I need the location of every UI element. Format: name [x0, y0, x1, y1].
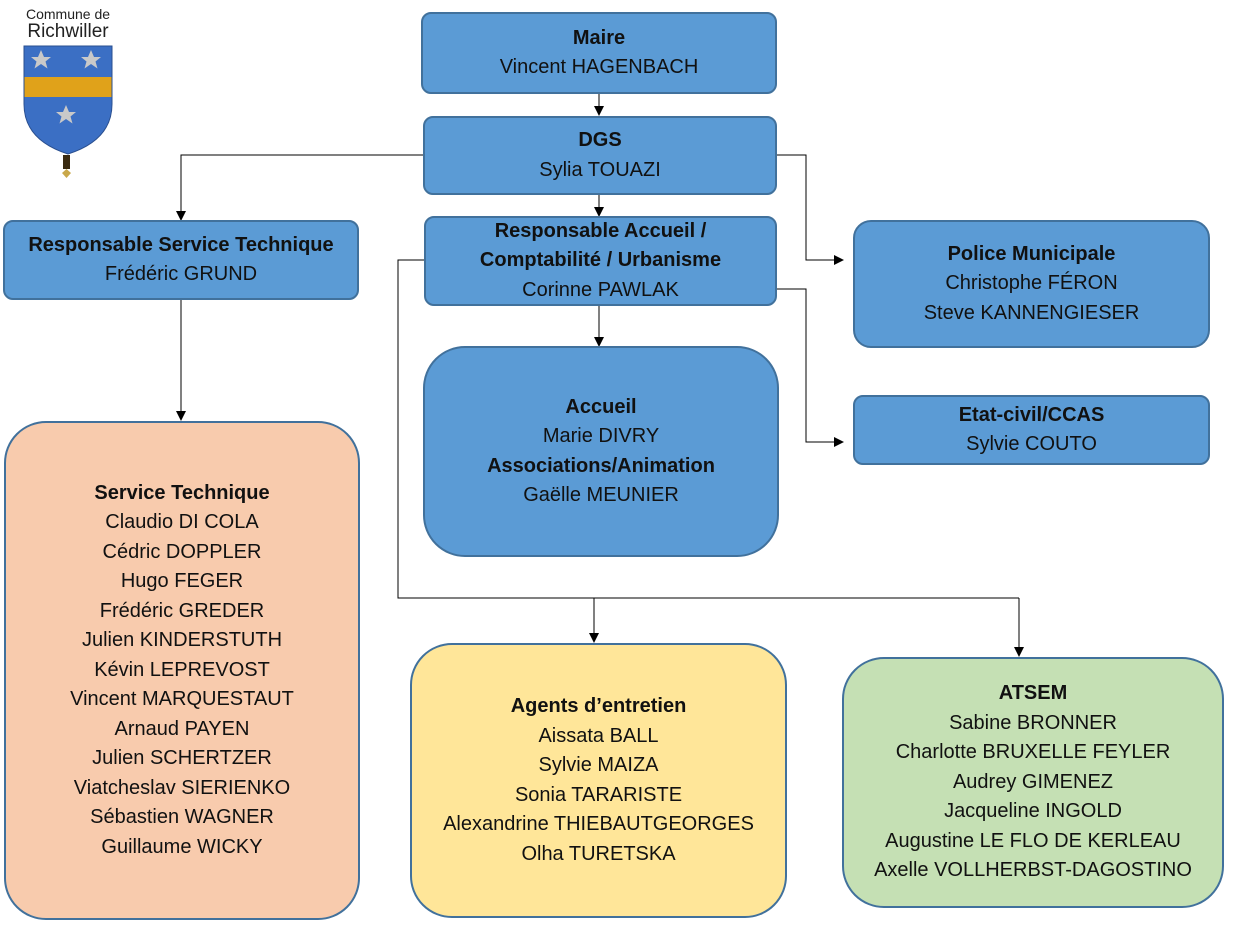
node-name: Kévin LEPREVOST — [94, 658, 270, 681]
node-name: Sylvie COUTO — [966, 433, 1097, 455]
node-name: Augustine LE FLO DE KERLEAU — [885, 829, 1181, 852]
node-agents-entretien: Agents d’entretien Aissata BALL Sylvie M… — [410, 643, 787, 918]
node-name: Frédéric GRUND — [104, 263, 258, 285]
node-name: Olha TURETSKA — [521, 842, 676, 865]
logo-line-2: Richwiller — [27, 21, 109, 42]
node-name: Sabine BRONNER — [949, 711, 1117, 734]
connector-resp-accueil-branch — [397, 259, 1019, 599]
node-name: Vincent HAGENBACH — [499, 56, 699, 78]
logo-text: Commune de Richwiller — [18, 6, 118, 42]
node-name: Sébastien WAGNER — [90, 806, 274, 829]
node-name: Cédric DOPPLER — [102, 540, 262, 563]
node-title-line: Responsable Accueil / — [494, 219, 707, 242]
node-name: Arnaud PAYEN — [114, 717, 250, 740]
node-name: Viatcheslav SIERIENKO — [73, 776, 291, 799]
node-title: Police Municipale — [947, 242, 1116, 265]
node-title: ATSEM — [998, 682, 1068, 705]
node-name: Julien SCHERTZER — [92, 747, 272, 770]
node-name: Aissata BALL — [538, 724, 659, 747]
node-name: Sylia TOUAZI — [539, 158, 661, 181]
node-name: Christophe FÉRON — [945, 272, 1118, 295]
node-name: Alexandrine THIEBAUTGEORGES — [443, 813, 754, 835]
node-name: Sylvie MAIZA — [538, 754, 659, 776]
node-name: Frédéric GREDER — [99, 599, 265, 622]
node-name: Claudio DI COLA — [105, 511, 259, 534]
node-title: Associations/Animation — [487, 454, 715, 477]
node-name: Sonia TARARISTE — [514, 783, 683, 806]
node-title: Etat-civil/CCAS — [958, 403, 1105, 426]
node-name: Jacqueline INGOLD — [944, 800, 1122, 823]
node-title: Responsable Service Technique — [28, 233, 334, 256]
node-accueil: Accueil Marie DIVRY Associations/Animati… — [423, 346, 779, 557]
node-title: Service Technique — [94, 481, 270, 504]
connector-dgs-resp-tech — [176, 154, 423, 221]
node-name: Marie DIVRY — [542, 425, 660, 447]
node-name: Audrey GIMENEZ — [952, 770, 1114, 793]
connector-resp-accueil-etat-civil — [776, 288, 844, 447]
node-name: Hugo FEGER — [120, 570, 244, 593]
node-title: DGS — [578, 129, 622, 151]
node-etat-civil-ccas: Etat-civil/CCAS Sylvie COUTO — [853, 395, 1210, 465]
node-name: Guillaume WICKY — [101, 835, 263, 858]
node-name: Steve KANNENGIESER — [923, 301, 1140, 324]
node-maire: Maire Vincent HAGENBACH — [421, 12, 777, 94]
node-name: Gaëlle MEUNIER — [523, 484, 679, 506]
node-title: Agents d’entretien — [510, 695, 687, 717]
connector-dgs-police — [776, 154, 844, 265]
node-name: Charlotte BRUXELLE FEYLER — [895, 741, 1171, 764]
logo-line-1: Commune de — [25, 6, 111, 22]
node-name: Vincent MARQUESTAUT — [70, 688, 294, 711]
node-title-line: Comptabilité / Urbanisme — [479, 249, 722, 272]
node-service-technique: Service Technique Claudio DI COLA Cédric… — [4, 421, 360, 920]
coat-of-arms-icon — [23, 45, 113, 178]
node-responsable-service-technique: Responsable Service Technique Frédéric G… — [3, 220, 359, 300]
node-title: Maire — [572, 26, 626, 49]
node-responsable-accueil: Responsable Accueil / Comptabilité / Urb… — [424, 216, 777, 306]
node-title: Accueil — [565, 395, 637, 418]
node-name: Julien KINDERSTUTH — [81, 629, 283, 652]
node-dgs: DGS Sylia TOUAZI — [423, 116, 777, 195]
node-atsem: ATSEM Sabine BRONNER Charlotte BRUXELLE … — [842, 657, 1224, 908]
commune-logo: Commune de Richwiller — [18, 6, 118, 187]
node-police-municipale: Police Municipale Christophe FÉRON Steve… — [853, 220, 1210, 348]
node-name: Axelle VOLLHERBST-DAGOSTINO — [874, 859, 1192, 882]
node-name: Corinne PAWLAK — [522, 278, 679, 301]
